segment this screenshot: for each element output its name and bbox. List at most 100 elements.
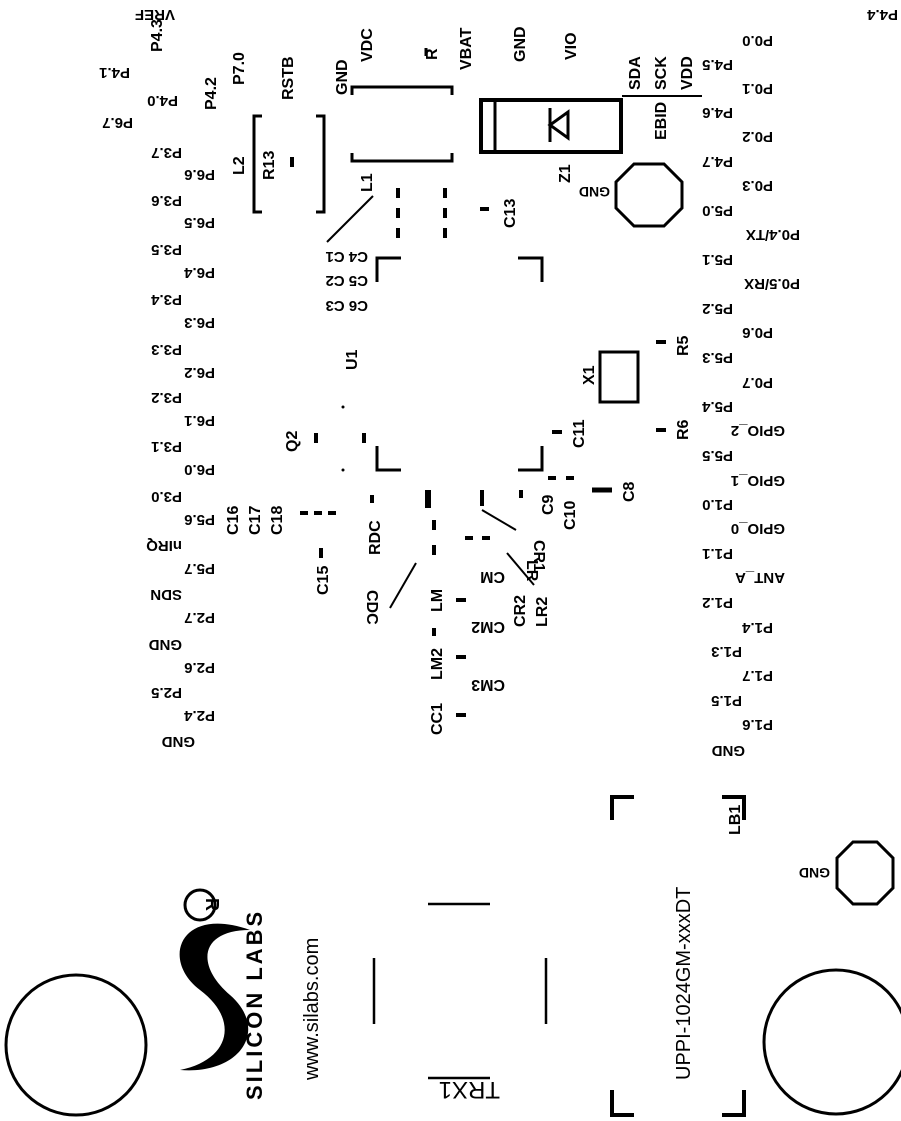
pin-label: VREF bbox=[135, 6, 175, 23]
pin-label: nIRQ bbox=[146, 537, 182, 554]
pin-label: GPIO_1 bbox=[731, 472, 785, 489]
lr2-label: LR2 bbox=[534, 597, 551, 627]
silicon-labs-logo: R SILICON LABS bbox=[179, 888, 267, 1100]
pin-label: P2.4 bbox=[183, 707, 215, 724]
capacitors-left: C16 C17 C18 C15 bbox=[225, 506, 336, 595]
pin-label: P0.6 bbox=[742, 324, 773, 341]
lc-chain: LM CM2 LM2 CM3 CC1 bbox=[429, 589, 505, 735]
pin-label: P3.3 bbox=[151, 341, 182, 358]
pin-label: P1.1 bbox=[702, 545, 733, 562]
pin-label: P5.7 bbox=[184, 560, 215, 577]
logo-text: SILICON LABS bbox=[242, 909, 267, 1100]
pin-label: P1.7 bbox=[742, 667, 773, 684]
u1-label: U1 bbox=[344, 349, 361, 370]
left-pin-labels: VREF P4.1 P4.0 P6.7 P3.7 P6.6 P3.6 P6.5 … bbox=[99, 6, 215, 750]
lm2-label: LM2 bbox=[429, 648, 446, 680]
pin-label: P6.7 bbox=[102, 114, 133, 131]
reset-label: RSTB bbox=[280, 56, 297, 100]
capacitor-labels: C4 C1 C5 C2 C6 C3 bbox=[325, 248, 368, 314]
inductor-l2: L2 R13 bbox=[231, 114, 326, 214]
pin-label: P3.6 bbox=[151, 192, 182, 209]
lb1-label: LB1 bbox=[727, 805, 744, 835]
transistor-q2: Q2 bbox=[284, 431, 366, 452]
pin-label: P6.0 bbox=[184, 461, 215, 478]
cap-label: C6 C3 bbox=[325, 297, 368, 314]
pin-label: P0.5/RX bbox=[744, 275, 800, 292]
pin-label: P1.4 bbox=[741, 619, 773, 636]
c9-label: C9 bbox=[540, 494, 557, 515]
pin-label: P1.2 bbox=[702, 594, 733, 611]
c13-label: C13 bbox=[502, 199, 519, 228]
vdd-label: VDD bbox=[679, 56, 696, 90]
pin-label: P1.5 bbox=[711, 692, 742, 709]
pin-label: P2.6 bbox=[184, 659, 215, 676]
cc1-label: CC1 bbox=[429, 703, 446, 735]
pin-label: SDN bbox=[150, 586, 182, 603]
pin-label: P0.0 bbox=[742, 32, 773, 49]
l2-label: L2 bbox=[231, 156, 248, 175]
cap-label: C5 C2 bbox=[325, 272, 368, 289]
pin-label: P4.1 bbox=[99, 64, 130, 81]
pin-label: P4.2 bbox=[203, 77, 220, 110]
rdc-cdc: RDC CDC bbox=[363, 490, 436, 625]
gnd-test-pad-bottom: GND bbox=[799, 840, 895, 906]
vbat-label: VBAT bbox=[458, 27, 475, 70]
capacitors-right: C11 C8 bbox=[519, 419, 638, 502]
pin-label: P5.5 bbox=[702, 447, 733, 464]
x1-label: X1 bbox=[581, 365, 598, 385]
pin-label: P3.7 bbox=[151, 144, 182, 161]
pin-label: GND bbox=[162, 733, 196, 750]
c17-label: C17 bbox=[247, 506, 264, 535]
pin-label: P5.6 bbox=[184, 511, 215, 528]
r-label: R bbox=[424, 48, 441, 60]
r5-label: R5 bbox=[675, 335, 692, 356]
cdc-label: CDC bbox=[363, 590, 380, 625]
trademark-symbol: R bbox=[202, 898, 222, 911]
pin-label: P6.1 bbox=[184, 412, 215, 429]
gnd-pad-label: GND bbox=[799, 865, 830, 881]
pin-label: P5.3 bbox=[702, 349, 733, 366]
pin-label: P0.4/TX bbox=[746, 226, 800, 243]
pin-label: P6.4 bbox=[183, 264, 215, 281]
pin-label: P1.6 bbox=[742, 716, 773, 733]
gnd-test-pad-top: GND bbox=[579, 162, 684, 228]
top-connector-lines bbox=[424, 48, 702, 97]
pin-label: P0.1 bbox=[742, 80, 773, 97]
chip-u1 bbox=[341, 256, 544, 472]
gnd-label: GND bbox=[512, 26, 529, 62]
pin-label: GPIO_2 bbox=[731, 422, 785, 439]
cr2-label: CR2 bbox=[512, 595, 529, 627]
gnd-pad-label: GND bbox=[579, 184, 610, 200]
pin-label: P4.5 bbox=[702, 56, 733, 73]
trx1-label: TRX1 bbox=[439, 1076, 500, 1103]
cap-label: C4 C1 bbox=[325, 248, 368, 265]
mounting-hole-right bbox=[762, 968, 901, 1116]
matching-network: LR CR1 C9 C10 CM CR2 LR2 bbox=[465, 490, 579, 627]
module-outline bbox=[610, 795, 746, 1117]
antenna-trx1 bbox=[372, 902, 548, 1080]
ebid-label: EBID bbox=[653, 102, 670, 140]
gnd-label: GND bbox=[334, 59, 351, 95]
pin-label: P0.2 bbox=[742, 128, 773, 145]
pin-label: P4.4 bbox=[866, 6, 898, 23]
pin-label: P6.6 bbox=[184, 166, 215, 183]
rdc-label: RDC bbox=[367, 520, 384, 555]
r6-label: R6 bbox=[675, 419, 692, 440]
pin-label: GND bbox=[149, 636, 183, 653]
vdc-label: VDC bbox=[359, 28, 376, 62]
pin-label: P5.2 bbox=[702, 300, 733, 317]
sck-label: SCK bbox=[653, 56, 670, 90]
part-number: UPPI-1024GM-xxxDT bbox=[673, 887, 695, 1080]
z1-label: Z1 bbox=[557, 164, 574, 183]
pin-label: P4.0 bbox=[147, 92, 178, 109]
sda-label: SDA bbox=[627, 56, 644, 90]
vio-label: VIO bbox=[563, 32, 580, 60]
cr1-label: CR1 bbox=[530, 540, 547, 572]
c10-label: C10 bbox=[562, 501, 579, 530]
pin-label: P1.3 bbox=[711, 643, 742, 660]
pin-label: P4.3 bbox=[149, 19, 166, 52]
pin-label: P0.3 bbox=[742, 177, 773, 194]
pin-label: P3.4 bbox=[150, 291, 182, 308]
c16-label: C16 bbox=[225, 506, 242, 535]
